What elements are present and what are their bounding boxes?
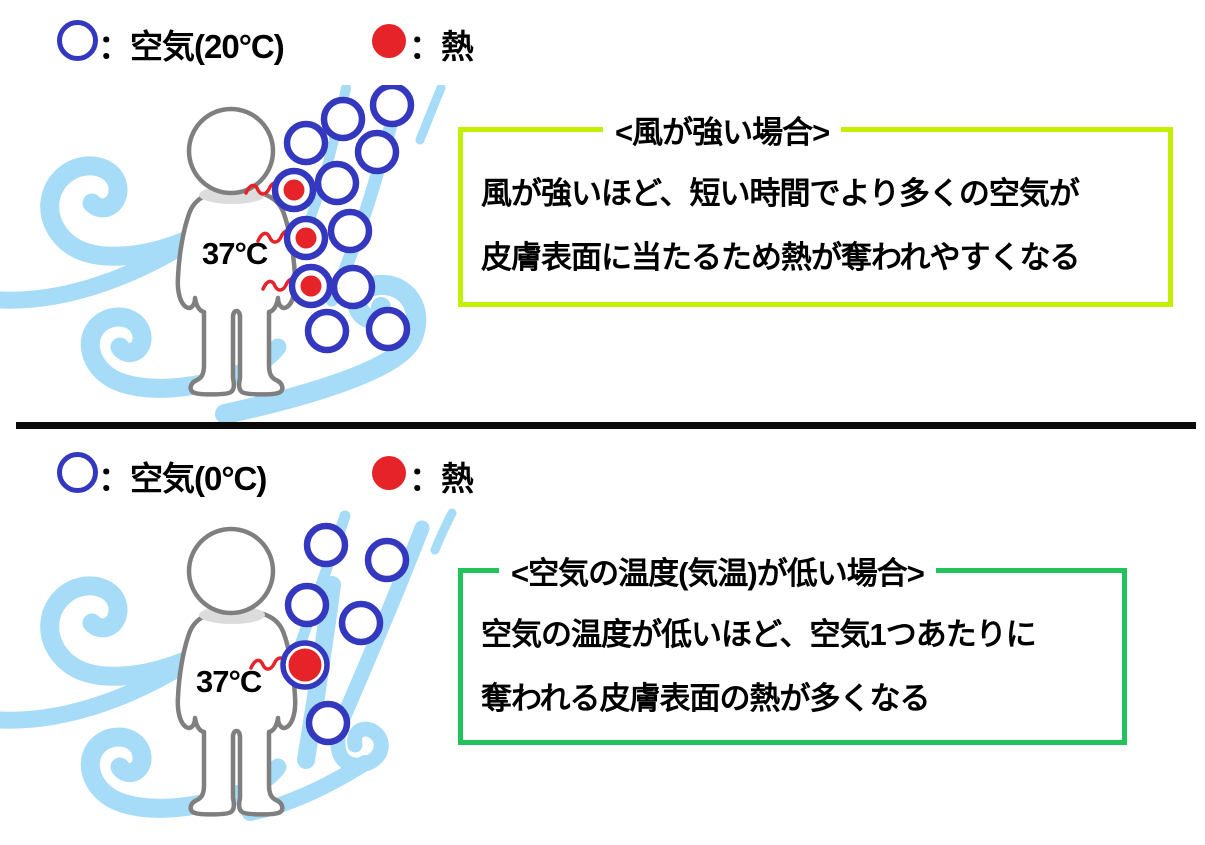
air-particle: [338, 600, 384, 646]
infobox-strong-wind: <風が強い場合> 風が強いほど、短い時間でより多くの空気が 皮膚表面に当たるため…: [458, 107, 1173, 307]
air-particle: [303, 522, 349, 568]
air-particle: [305, 700, 351, 746]
legend-strong-wind: ：空気(20°C) ：熱: [0, 20, 560, 66]
air-particles-group: [244, 85, 415, 354]
panel-strong-wind: ：空気(20°C) ：熱 37°C <風が強い場合> 風が強いほど、短い時間でよ…: [0, 20, 1173, 423]
heat-particle: [300, 275, 322, 297]
air-particle: [369, 85, 415, 128]
air-legend-label: ：空気(20°C): [98, 28, 285, 65]
heat-particle: [295, 227, 317, 249]
infobox-body: 風が強いほど、短い時間でより多くの空気が 皮膚表面に当たるため熱が奪われやすくな…: [463, 132, 1168, 290]
air-circle-icon: [57, 452, 98, 493]
body-temperature-label: 37°C: [202, 236, 268, 271]
heat-dot-icon: [372, 456, 406, 490]
air-particle: [314, 160, 360, 206]
air-particle: [284, 582, 330, 628]
big-heat-particle: [288, 648, 322, 682]
air-particle: [354, 129, 400, 175]
air-particle: [365, 306, 411, 352]
section-divider: [16, 422, 1196, 429]
air-particle: [320, 96, 366, 142]
air-legend-label: ：空気(0°C): [98, 460, 267, 497]
infobox-title: <空気の温度(気温)が低い場合>: [499, 548, 936, 593]
heat-legend-label: ：熱: [409, 28, 474, 65]
air-circle-icon: [57, 20, 98, 61]
air-particle: [283, 120, 329, 166]
illustration-cold-air: [0, 508, 457, 821]
air-particles-group: [249, 522, 410, 746]
heat-dot-icon: [372, 24, 406, 58]
heat-legend-label: ：熱: [409, 460, 474, 497]
heat-particle: [283, 179, 305, 201]
air-particle: [304, 308, 350, 354]
infobox-body: 空気の温度が低いほど、空気1つあたりに 奪われる皮膚表面の熱が多くなる: [463, 573, 1122, 731]
infobox-line: 風が強いほど、短い時間でより多くの空気が: [481, 176, 1080, 211]
body-temperature-label: 37°C: [196, 664, 262, 699]
illustration-strong-wind: [0, 85, 446, 423]
legend-cold-air: ：空気(0°C) ：熱: [0, 452, 560, 498]
infobox-cold-air: <空気の温度(気温)が低い場合> 空気の温度が低いほど、空気1つあたりに 奪われ…: [458, 548, 1127, 745]
air-particle: [327, 208, 373, 254]
air-particle: [364, 537, 410, 583]
infobox-title: <風が強い場合>: [603, 107, 842, 152]
infobox-line: 奪われる皮膚表面の熱が多くなる: [481, 681, 930, 716]
infobox-line: 皮膚表面に当たるため熱が奪われやすくなる: [481, 240, 1080, 275]
infobox-line: 空気の温度が低いほど、空気1つあたりに: [481, 617, 1037, 652]
heat-squiggle-icon: [249, 656, 287, 671]
air-particle: [330, 264, 376, 310]
